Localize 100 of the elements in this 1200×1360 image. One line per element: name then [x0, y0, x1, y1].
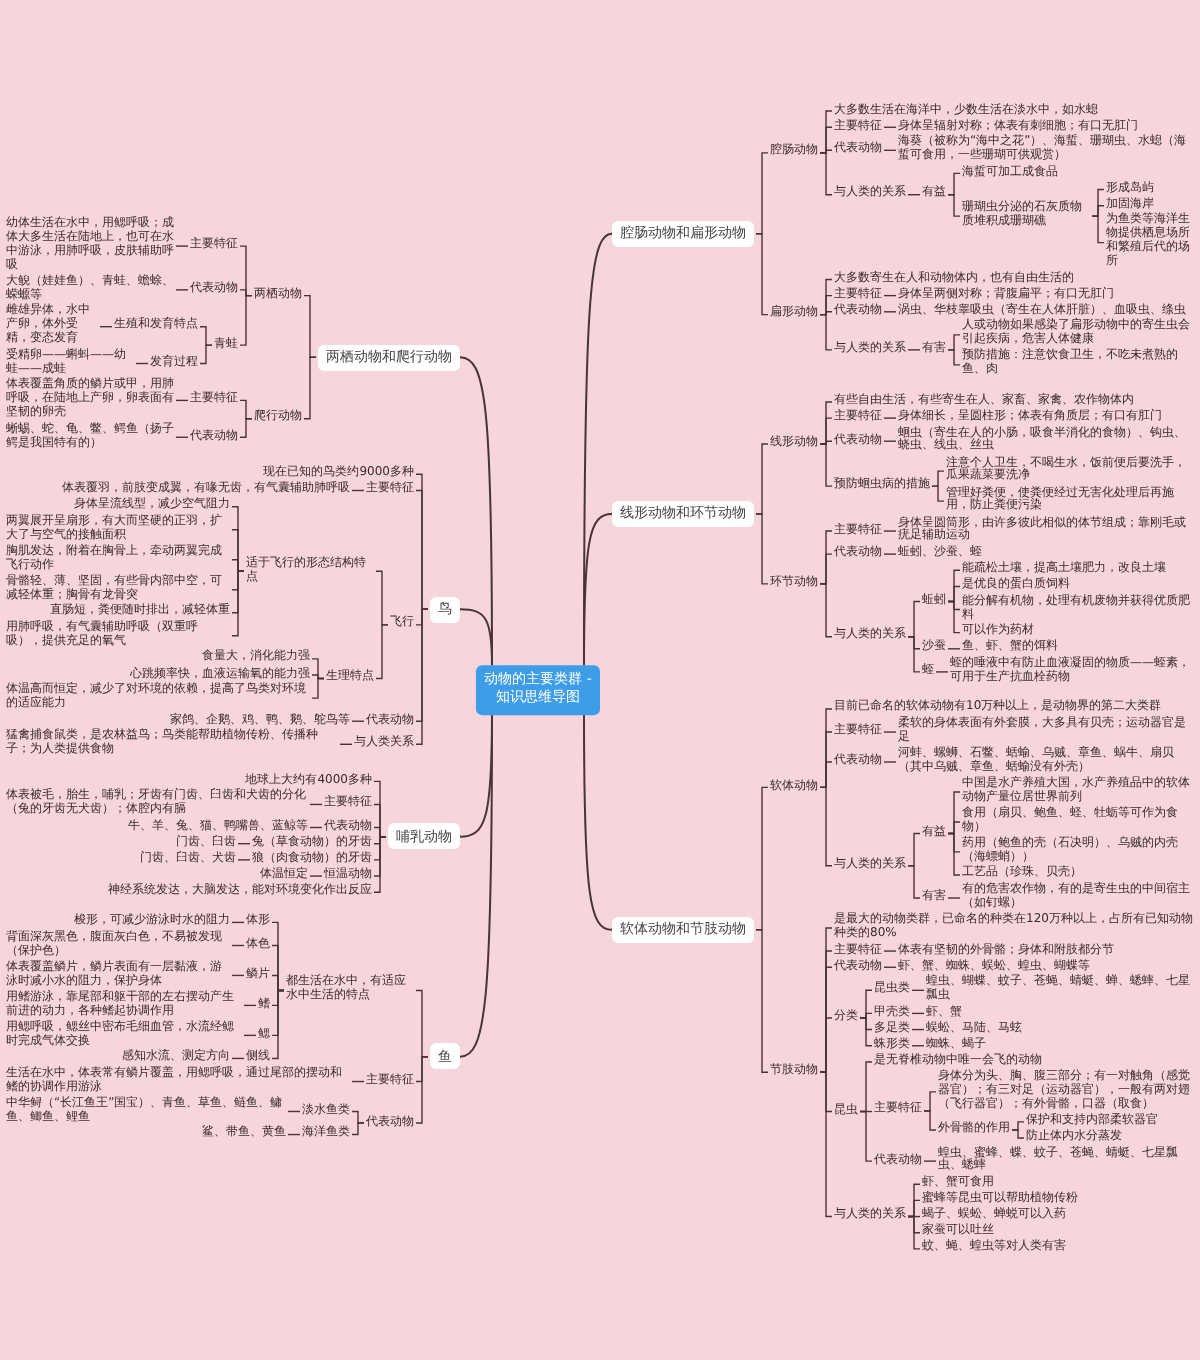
- connector-line: [883, 731, 897, 733]
- connector-line: [947, 194, 961, 217]
- connector-line: [819, 417, 833, 445]
- connector-line: [883, 311, 897, 313]
- connector-line: [947, 897, 961, 899]
- connector-line: [911, 1045, 925, 1047]
- connector-line: [819, 311, 833, 316]
- connector-line: [947, 600, 961, 634]
- connector-line: [931, 470, 945, 487]
- connector-line: [883, 761, 897, 763]
- connector-line: [907, 194, 921, 196]
- connector-line: [883, 126, 897, 128]
- connector-line: [231, 944, 245, 947]
- connector-line: [415, 608, 429, 745]
- connector-line: [755, 152, 769, 235]
- connector-line: [237, 859, 251, 861]
- connector-line: [755, 443, 769, 515]
- connector-line: [947, 349, 961, 366]
- connector-line: [231, 570, 245, 637]
- connector-line: [239, 294, 253, 346]
- connector-line: [375, 624, 389, 680]
- connector-line: [883, 417, 897, 419]
- connector-line: [947, 334, 961, 351]
- connector-line: [375, 570, 389, 626]
- connector-line: [859, 1017, 873, 1047]
- connector-line: [819, 1017, 833, 1073]
- connector-line: [459, 608, 493, 667]
- connector-line: [907, 865, 921, 899]
- connector-line: [923, 1160, 937, 1162]
- connector-line: [311, 658, 325, 680]
- connector-line: [819, 583, 833, 638]
- connector-line: [947, 172, 961, 196]
- connector-line: [911, 1012, 925, 1015]
- connector-line: [303, 294, 317, 358]
- connector-line: [309, 826, 323, 829]
- connector-line: [309, 803, 323, 806]
- connector-line: [755, 786, 769, 931]
- connector-line: [883, 950, 897, 952]
- connector-line: [459, 713, 493, 838]
- connector-line: [755, 513, 769, 585]
- connector-line: [883, 966, 897, 968]
- connector-line: [907, 832, 921, 867]
- connector-line: [231, 1057, 245, 1060]
- connector-line: [923, 1110, 937, 1131]
- connector-line: [287, 1133, 301, 1136]
- connector-line: [373, 826, 387, 838]
- connector-line: [1011, 1121, 1025, 1131]
- connector-line: [947, 821, 961, 835]
- connector-line: [583, 713, 613, 931]
- connector-line: [271, 974, 285, 992]
- connector-line: [883, 553, 897, 555]
- connector-line: [883, 440, 897, 442]
- connector-line: [135, 362, 149, 365]
- connector-line: [859, 1012, 873, 1019]
- connector-line: [819, 149, 833, 154]
- connector-line: [243, 1034, 257, 1037]
- connector-line: [303, 356, 317, 420]
- connector-line: [373, 836, 387, 893]
- connector-line: [199, 326, 213, 346]
- connector-line: [755, 929, 769, 1073]
- connector-line: [947, 585, 961, 603]
- connector-line: [859, 1110, 873, 1162]
- connector-line: [415, 989, 429, 1058]
- connector-line: [911, 989, 925, 991]
- connector-line: [175, 289, 189, 291]
- connector-line: [883, 530, 897, 532]
- connector-line: [947, 832, 961, 876]
- connector-line: [819, 443, 833, 487]
- connector-line: [819, 786, 833, 867]
- connector-line: [883, 149, 897, 151]
- connector-line: [907, 1215, 921, 1250]
- connector-line: [351, 1110, 365, 1124]
- connector-line: [819, 761, 833, 789]
- connector-line: [175, 399, 189, 402]
- connector-line: [231, 559, 245, 572]
- connector-line: [907, 636, 921, 673]
- connector-line: [287, 1110, 301, 1113]
- connector-line: [935, 671, 949, 673]
- connector-line: [239, 289, 253, 297]
- connector-line: [231, 921, 245, 924]
- connector-line: [239, 399, 253, 420]
- connector-line: [583, 512, 613, 667]
- connector-line: [923, 1091, 937, 1112]
- connector-line: [819, 553, 833, 585]
- connector-line: [819, 313, 833, 351]
- connector-line: [351, 489, 365, 492]
- connector-line: [199, 344, 213, 365]
- connector-line: [755, 233, 769, 316]
- connector-line: [311, 674, 325, 680]
- connector-line: [351, 1122, 365, 1136]
- connector-line: [931, 485, 945, 502]
- connector-line: [947, 648, 961, 650]
- connector-line: [1091, 205, 1105, 217]
- connector-line: [239, 418, 253, 438]
- connector-line: [859, 1061, 873, 1113]
- connector-line: [309, 875, 323, 877]
- connector-line: [1011, 1129, 1025, 1139]
- connector-line: [859, 989, 873, 1019]
- connector-line: [99, 326, 113, 328]
- connector-line: [819, 152, 833, 196]
